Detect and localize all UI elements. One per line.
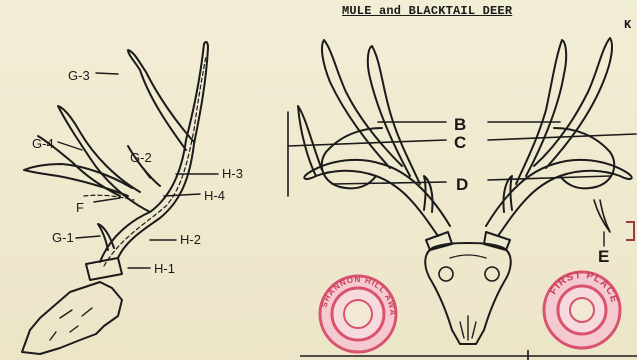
side-antler-drawing [22, 42, 218, 354]
label-g4: G-4 [32, 136, 54, 151]
side-main-beam-outer [100, 44, 204, 262]
label-h3: H-3 [222, 166, 243, 181]
front-left-burr [426, 232, 452, 250]
front-point-e [594, 200, 610, 232]
front-left-main-beam [304, 160, 450, 236]
label-h2: H-2 [180, 232, 201, 247]
label-b: B [454, 115, 466, 134]
front-left-tine-outer [322, 40, 402, 168]
front-left-back-tine [298, 106, 322, 176]
front-skull-eye-right [485, 267, 499, 281]
front-left-tine-inner [368, 46, 420, 184]
edge-mark [626, 222, 634, 240]
front-skull-nose [460, 316, 476, 340]
side-skull-outline [22, 282, 122, 354]
side-g3-tine [128, 50, 194, 150]
label-h4: H-4 [204, 188, 225, 203]
label-h1: H-1 [154, 261, 175, 276]
label-g1: G-1 [52, 230, 74, 245]
front-skull-eye-left [439, 267, 453, 281]
label-f: F [76, 200, 84, 215]
front-left-curl [322, 128, 382, 188]
front-right-brow [503, 176, 512, 212]
front-right-burr [484, 232, 510, 250]
label-g2: G-2 [130, 150, 152, 165]
front-skull-suture [450, 255, 486, 258]
label-c: C [454, 133, 466, 152]
front-left-brow [424, 176, 433, 212]
side-skull-detail [50, 308, 92, 340]
label-d: D [456, 175, 468, 194]
label-e: E [598, 247, 609, 266]
right-seal: FIRST PLACE [544, 270, 620, 348]
front-right-tine-outer [534, 38, 612, 168]
front-right-main-beam [486, 160, 632, 236]
label-g3: G-3 [68, 68, 90, 83]
left-seal-text: SHANNON HILL AWARD [0, 0, 397, 316]
side-g1-tine [98, 224, 114, 250]
side-burr [86, 258, 122, 280]
